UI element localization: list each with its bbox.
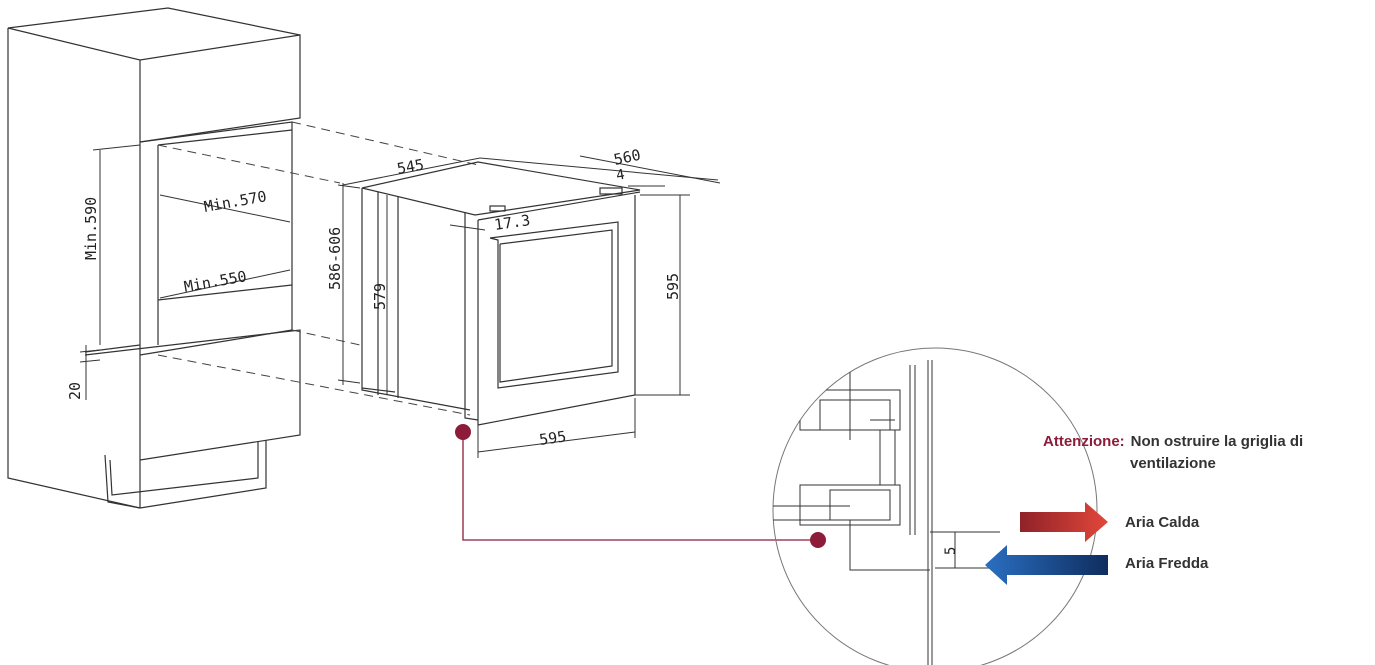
attention-text-1: Non ostruire la griglia di (1131, 433, 1304, 450)
dim-595-width: 595 (538, 427, 567, 449)
dim-545: 545 (396, 156, 426, 178)
dim-579: 579 (371, 283, 389, 310)
dim-586-606: 586-606 (326, 227, 344, 290)
detail-magnifier (772, 347, 1098, 665)
cold-air-label: Aria Fredda (1125, 555, 1209, 572)
hot-air-label: Aria Calda (1125, 514, 1200, 531)
dim-595-height: 595 (664, 273, 682, 300)
hot-air-arrow-icon (1020, 502, 1108, 542)
dim-min-590: Min.590 (82, 197, 100, 260)
appliance-dimension-lines (337, 155, 721, 458)
cold-air-arrow-icon (985, 545, 1108, 585)
callout-dot-source (455, 424, 471, 440)
dim-min-570: Min.570 (203, 187, 268, 216)
attention-text-2: ventilazione (1130, 455, 1216, 472)
projection-lines (157, 121, 479, 416)
attention-colon: : (1120, 433, 1125, 450)
cabinet-drawing (7, 7, 301, 509)
dim-4: 4 (615, 167, 626, 184)
appliance-drawing (361, 161, 641, 426)
attention-line-1: Attenzione: Non ostruire la griglia di (1043, 433, 1303, 450)
dim-min-550: Min.550 (183, 267, 248, 296)
dim-20: 20 (66, 382, 84, 400)
dim-gap-5: 5 (943, 547, 959, 555)
attention-keyword: Attenzione (1043, 433, 1120, 450)
dim-560: 560 (612, 146, 642, 169)
callout-leader (455, 424, 826, 548)
callout-dot-target (810, 532, 826, 548)
dim-17-3: 17.3 (493, 211, 531, 234)
cabinet-dimension-lines (79, 144, 291, 400)
